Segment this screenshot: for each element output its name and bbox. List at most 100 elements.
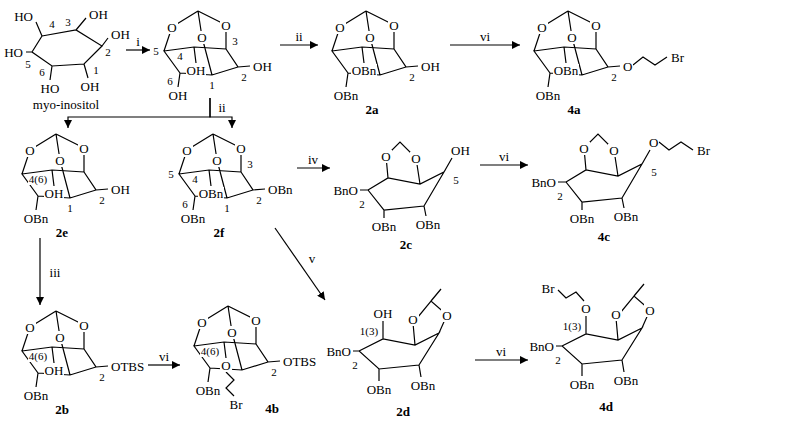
atom-label: HO <box>13 10 34 23</box>
atom-label: O <box>24 144 35 157</box>
locant-number: 5 <box>152 46 160 57</box>
atom-label: OBn <box>569 212 596 225</box>
locant-number: 2 <box>98 195 106 206</box>
reaction-arrow <box>280 44 318 45</box>
bromoethyl-chain <box>659 142 693 150</box>
reaction-arrow <box>450 44 520 45</box>
reaction-arrow <box>39 238 40 305</box>
atom-label: O <box>644 304 655 317</box>
methylene-acetal-skeleton <box>360 142 452 218</box>
locant-number: 2 <box>358 199 366 210</box>
locant-number: 2 <box>104 47 112 58</box>
methylene-acetal-skeleton <box>558 134 650 210</box>
compound-label: 2f <box>213 226 226 239</box>
compound-structure: OOO543612OHOHOH <box>150 5 280 98</box>
atom-label: Br <box>229 398 244 411</box>
ethylidene-acetal-skeleton <box>556 284 650 376</box>
atom-label: O <box>54 331 65 344</box>
locant-number: 4 <box>191 174 199 185</box>
atom-label: Br <box>541 282 556 295</box>
locant-number: 2 <box>554 355 562 366</box>
atom-label: OH <box>80 80 101 93</box>
atom-label: OH <box>44 187 65 200</box>
atom-label: OBn <box>23 389 50 402</box>
reaction-arrow <box>210 98 232 128</box>
atom-label: O <box>590 19 601 32</box>
atom-label: O <box>608 144 619 157</box>
atom-label: Br <box>670 51 685 64</box>
atom-label: O <box>610 308 621 321</box>
atom-label: Br <box>696 144 711 157</box>
reagent-label: iii <box>49 266 62 279</box>
compound-structure: OOO4(6)2OTBSOBnOBr4b <box>180 300 320 425</box>
atom-label: O <box>578 142 589 155</box>
compound-structure: OOO543612OBnOBnOBn2f <box>165 128 297 228</box>
reaction-arrow <box>297 167 330 168</box>
orthoformate-skeleton <box>22 134 108 210</box>
atom-label: O <box>250 314 261 327</box>
locant-number: 2 <box>98 372 106 383</box>
locant-number: 2 <box>240 72 248 83</box>
atom-label: OBn <box>371 220 398 233</box>
atom-label: HO <box>3 46 24 59</box>
atom-label: O <box>181 144 192 157</box>
atom-label: O <box>334 21 345 34</box>
compound-structure: OOOBr5BnO2OBnOBn4c <box>528 120 728 245</box>
locant-number: 4 <box>48 19 56 30</box>
atom-label: OBn <box>366 383 393 396</box>
atom-label: O <box>566 31 577 44</box>
locant-number: 5 <box>167 169 175 180</box>
locant-number: 6 <box>181 199 189 210</box>
atom-label: O <box>196 31 207 44</box>
atom-label: O <box>410 152 421 165</box>
atom-label: OBn <box>267 183 294 196</box>
locant-number: 2 <box>255 195 263 206</box>
orthoformate-skeleton <box>164 11 250 87</box>
locant-number: 5 <box>452 175 460 186</box>
atom-label: O <box>407 313 418 326</box>
atom-label: OBn <box>23 212 50 225</box>
atom-label: O <box>226 326 237 339</box>
locant-number: 2 <box>351 360 359 371</box>
compound-structure: OOO4(6)2OTBSOHOBn2b <box>8 305 148 425</box>
atom-label: OH <box>186 64 207 77</box>
compound-label: 2c <box>399 238 413 251</box>
compound-structure: OH1(3)OOBnO2OBnOBn2d <box>325 285 475 425</box>
atom-label: O <box>166 21 177 34</box>
compound-label: 2a <box>365 103 380 116</box>
bromoethyl-chain <box>558 290 584 301</box>
locant-number: 2 <box>408 72 416 83</box>
atom-label: OBn <box>569 378 596 391</box>
locant-number: 4(6) <box>28 351 48 362</box>
atom-label: O <box>196 316 207 329</box>
reagent-label: vi <box>498 150 510 163</box>
reagent-label: vi <box>479 30 491 43</box>
atom-label: BnO <box>530 176 557 189</box>
reaction-arrow <box>480 164 528 165</box>
atom-label: O <box>380 150 391 163</box>
locant-number: 2 <box>556 191 564 202</box>
reagent-label: vi <box>495 345 507 358</box>
locant-number: 5 <box>24 59 32 70</box>
atom-label: OBn <box>180 212 207 225</box>
orthoformate-skeleton <box>22 311 108 387</box>
locant-number: 1 <box>66 203 74 214</box>
atom-label: O <box>648 136 659 149</box>
atom-label: OH <box>420 60 441 73</box>
atom-label: OH <box>252 60 273 73</box>
locant-number: 4 <box>176 51 184 62</box>
compound-label: 4b <box>264 402 280 415</box>
atom-label: O <box>211 154 222 167</box>
atom-label: O <box>54 154 65 167</box>
compound-structure: OOO4(6)12OHOHOBn2e <box>8 128 143 238</box>
compound-label: 2e <box>55 226 69 239</box>
locant-number: 1 <box>92 65 100 76</box>
orthoformate-skeleton <box>179 134 265 210</box>
locant-number: 1 <box>208 80 216 91</box>
compound-structure: OOOH5BnO2OBnOBn2c <box>330 128 480 246</box>
atom-label: O <box>622 60 633 73</box>
orthoformate-skeleton <box>332 11 418 87</box>
ethylidene-acetal-skeleton <box>353 289 447 381</box>
compound-structure: 43OHHOHO562OH1OHHOmyo-inositol <box>4 8 126 112</box>
